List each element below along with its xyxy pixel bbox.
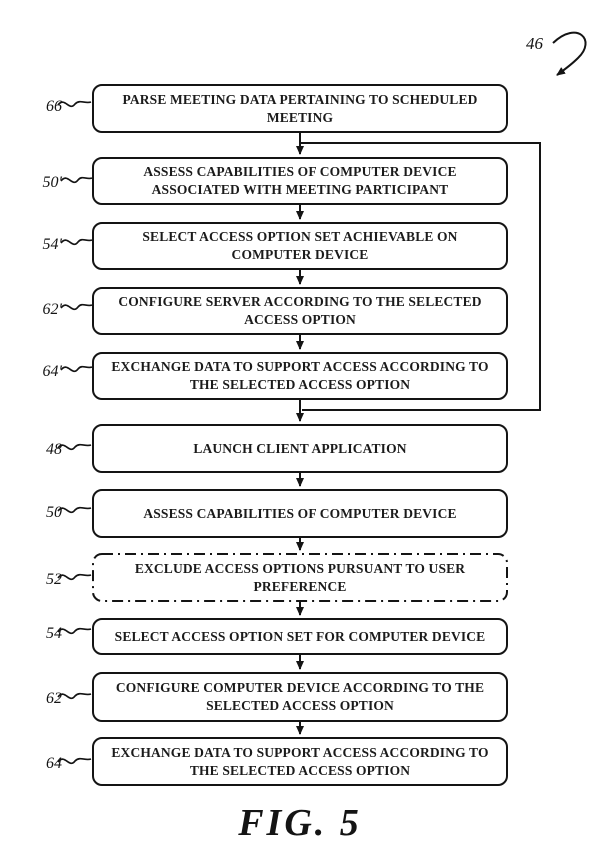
node-64p: EXCHANGE DATA TO SUPPORT ACCESS ACCORDIN… (92, 352, 508, 400)
leader-52 (57, 573, 92, 581)
node-62p: CONFIGURE SERVER ACCORDING TO THE SELECT… (92, 287, 508, 335)
ref-label-54p: 54′ (42, 236, 63, 253)
leader-50 (57, 506, 92, 514)
figure-caption: FIG. 5 (238, 802, 362, 844)
figure-ref-arrow (552, 31, 587, 76)
ref-label-64p: 64′ (42, 363, 63, 380)
leader-62p (60, 303, 93, 311)
leader-62 (57, 692, 92, 700)
node-64: EXCHANGE DATA TO SUPPORT ACCESS ACCORDIN… (92, 737, 508, 786)
ref-label-54: 54 (46, 625, 62, 642)
leader-48 (57, 443, 92, 451)
node-48: LAUNCH CLIENT APPLICATION (92, 424, 508, 473)
node-54: SELECT ACCESS OPTION SET FOR COMPUTER DE… (92, 618, 508, 655)
leader-64p (60, 365, 93, 373)
leader-54p (60, 238, 93, 246)
ref-label-64: 64 (46, 755, 62, 772)
ref-label-50p: 50′ (42, 174, 63, 191)
node-54p: SELECT ACCESS OPTION SET ACHIEVABLE ON C… (92, 222, 508, 270)
ref-label-52: 52 (46, 571, 62, 588)
ref-label-62: 62 (46, 690, 62, 707)
ref-label-62p: 62′ (42, 301, 63, 318)
leader-66 (57, 100, 92, 108)
node-50: ASSESS CAPABILITIES OF COMPUTER DEVICE (92, 489, 508, 538)
ref-label-66: 66 (46, 98, 62, 115)
ref-label-50: 50 (46, 504, 62, 521)
leader-50p (60, 176, 93, 184)
ref-label-48: 48 (46, 441, 62, 458)
leader-64 (57, 757, 92, 765)
node-52: EXCLUDE ACCESS OPTIONS PURSUANT TO USER … (134, 560, 466, 594)
node-62: CONFIGURE COMPUTER DEVICE ACCORDING TO T… (92, 672, 508, 722)
bypass-line (300, 142, 541, 411)
leader-54 (57, 627, 92, 635)
node-66: PARSE MEETING DATA PERTAINING TO SCHEDUL… (92, 84, 508, 133)
node-52-dashdot-border (92, 553, 508, 602)
figure-reference-number: 46 (526, 34, 543, 53)
node-50p: ASSESS CAPABILITIES OF COMPUTER DEVICE A… (92, 157, 508, 205)
